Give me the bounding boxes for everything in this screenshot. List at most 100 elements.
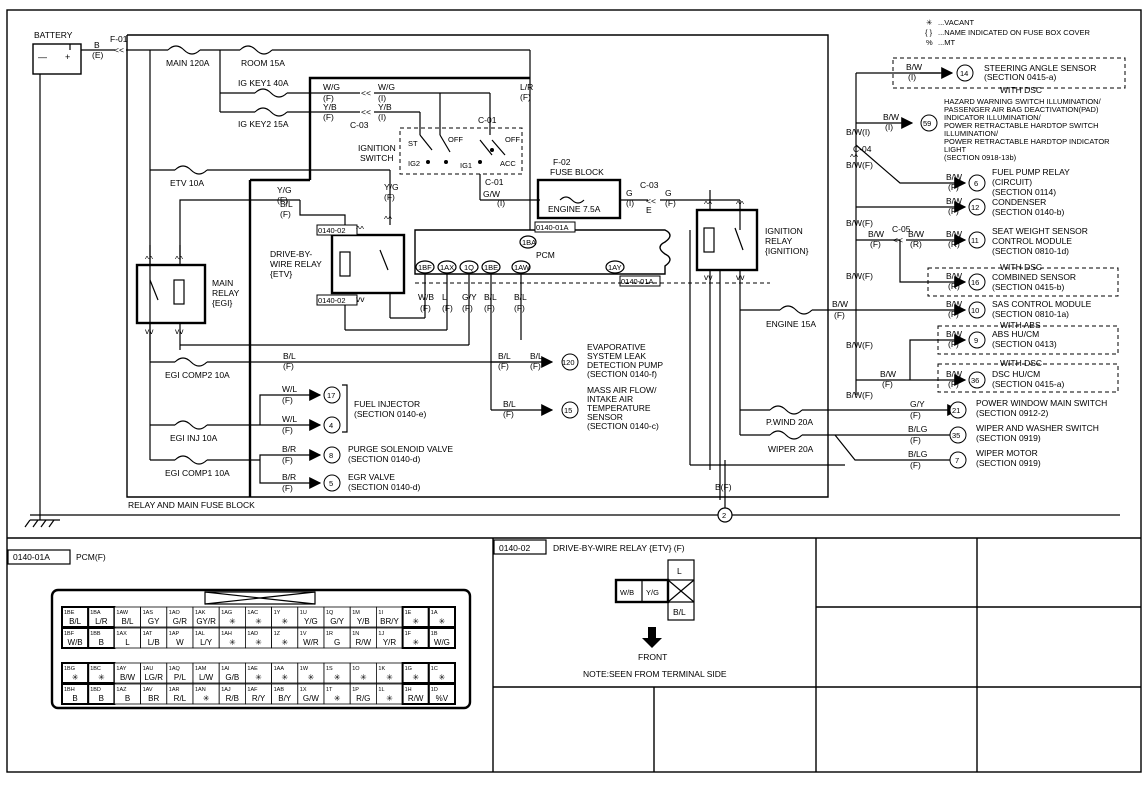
pcm-pin-wire: ✳ [360, 673, 367, 682]
svg-text:<<: << [114, 45, 124, 55]
svg-text:POWER WINDOW MAIN SWITCH: POWER WINDOW MAIN SWITCH [976, 398, 1107, 408]
svg-text:IG1: IG1 [460, 161, 472, 170]
pcm-pin-id: 1AL [195, 631, 205, 637]
svg-text:Y/G: Y/G [277, 185, 292, 195]
pcm-pin-wire: R/W [356, 638, 372, 647]
svg-text:(F): (F) [520, 92, 531, 102]
pcm-pin-id: 1AO [169, 610, 181, 616]
pcm-pin-id: 1BB [90, 631, 101, 637]
dest-36: 36 [968, 371, 986, 389]
fuse-ig-key1 [254, 88, 288, 98]
svg-text:L: L [677, 566, 682, 576]
pcm-pin-id: 1AU [143, 666, 154, 672]
pcm-pin-wire: L/B [148, 638, 160, 647]
svg-text:HAZARD WARNING SWITCH ILLUMINA: HAZARD WARNING SWITCH ILLUMINATION/ [944, 97, 1102, 106]
svg-text:IGNITION: IGNITION [765, 226, 803, 236]
svg-text:(SECTION 0140-f): (SECTION 0140-f) [587, 369, 657, 379]
svg-text:POWER RETRACTABLE HARDTOP SWIT: POWER RETRACTABLE HARDTOP SWITCH [944, 121, 1099, 130]
svg-text:^^: ^^ [175, 254, 183, 264]
pcm-pin-id: 1W [300, 666, 309, 672]
svg-text:(F): (F) [323, 112, 334, 122]
svg-text:B/W: B/W [946, 229, 962, 239]
svg-text:NOTE:SEEN FROM TERMINAL SIDE: NOTE:SEEN FROM TERMINAL SIDE [583, 669, 727, 679]
svg-text:<<: << [361, 107, 371, 117]
svg-text:15: 15 [564, 406, 572, 415]
svg-text:(F): (F) [503, 409, 514, 419]
svg-text:2: 2 [722, 511, 726, 520]
pcm-pin-wire: ✳ [281, 617, 288, 626]
pcm-pin-id: 1A [431, 610, 438, 616]
dest-59: 59 [920, 114, 938, 132]
dest-10: 10 [968, 301, 986, 319]
pcm-pin-id: 1Q [326, 610, 334, 616]
pcm-pin-id: 1F [405, 631, 412, 637]
svg-text:Y/B: Y/B [323, 102, 337, 112]
svg-text:RELAY: RELAY [212, 288, 240, 298]
svg-text:C-03: C-03 [350, 120, 369, 130]
dest-8: 8 [323, 446, 341, 464]
svg-text:DRIVE-BY-: DRIVE-BY- [270, 249, 312, 259]
pcm-pin-wire: B/Y [278, 694, 292, 703]
pcm-pin-wire: L/W [199, 673, 214, 682]
pcm-pin-wire: G/B [225, 673, 239, 682]
svg-text:W/G: W/G [323, 82, 340, 92]
svg-text:vv: vv [704, 272, 713, 282]
main-relay: MAIN RELAY {EGI} ^^ ^^ vv vv [135, 254, 240, 336]
svg-text:B/W: B/W [906, 62, 922, 72]
svg-text:SEAT WEIGHT SENSOR: SEAT WEIGHT SENSOR [992, 226, 1088, 236]
svg-text:(F): (F) [384, 192, 395, 202]
pcm-pin-wire: ✳ [98, 673, 105, 682]
pcm-pin-wire: ✳ [229, 638, 236, 647]
ground-symbol [24, 519, 60, 528]
svg-text:(SECTION 0140-e): (SECTION 0140-e) [354, 409, 426, 419]
legend: ✳ ...VACANT { } ...NAME INDICATED ON FUS… [925, 18, 1091, 47]
dest-21: 21 [949, 401, 967, 419]
fuse-egicomp2 [174, 357, 208, 367]
svg-text:(F): (F) [498, 361, 509, 371]
pcm-pin-wire: Y/B [357, 617, 370, 626]
svg-text:W/G: W/G [378, 82, 395, 92]
pcm-pin-wire: G [334, 638, 340, 647]
svg-text:PASSENGER AIR BAG DEACTIVATION: PASSENGER AIR BAG DEACTIVATION(PAD) [944, 105, 1099, 114]
dest-17: 17 [323, 386, 341, 404]
svg-text:(SECTION 0114): (SECTION 0114) [992, 187, 1056, 197]
pcm-connector-panel: 0140-01A PCM(F) 1BEB/L1BAL/R1AWB/L1ASGY1… [7, 549, 472, 710]
fuse-etv [174, 165, 208, 175]
svg-text:FRONT: FRONT [638, 652, 667, 662]
svg-text:5: 5 [329, 479, 333, 488]
pcm-pin-wire: R/W [408, 694, 424, 703]
pcm-pin-wire: ✳ [412, 673, 419, 682]
svg-text:WIPER AND WASHER SWITCH: WIPER AND WASHER SWITCH [976, 423, 1099, 433]
svg-text:B/L: B/L [498, 351, 511, 361]
pcm-pin-id: 1AI [221, 666, 230, 672]
ignition-switch: IGNITION SWITCH C-01 ST OFF IG2 IG1 ACC … [358, 115, 523, 175]
svg-text:IGNITION: IGNITION [358, 143, 396, 153]
svg-text:EGR VALVE: EGR VALVE [348, 472, 395, 482]
svg-text:FUSE BLOCK: FUSE BLOCK [550, 167, 604, 177]
svg-text:(F): (F) [882, 379, 893, 389]
pcm-pin-wire: L [125, 638, 130, 647]
svg-text:{ETV}: {ETV} [270, 269, 292, 279]
svg-text:(SECTION 0415-a): (SECTION 0415-a) [984, 72, 1056, 82]
svg-text:LIGHT: LIGHT [944, 145, 967, 154]
pcm-pin-id: 1X [300, 687, 307, 693]
svg-text:0140-02: 0140-02 [318, 296, 346, 305]
svg-text:RELAY: RELAY [765, 236, 793, 246]
pcm-pin-id: 1AB [274, 687, 285, 693]
svg-text:(F): (F) [910, 435, 921, 445]
svg-text:Y/G: Y/G [646, 588, 659, 597]
fuse-wiper [769, 430, 803, 440]
svg-text:21: 21 [952, 406, 960, 415]
pcm-pin-id: 1AX [116, 631, 127, 637]
svg-text:F-02: F-02 [553, 157, 571, 167]
svg-text:B/L: B/L [280, 199, 293, 209]
svg-text:B/W(F): B/W(F) [846, 340, 873, 350]
svg-text:MASS AIR FLOW/: MASS AIR FLOW/ [587, 385, 657, 395]
pcm-pin-id: 1R [326, 631, 333, 637]
svg-text:<<: << [893, 235, 903, 245]
fuse-main [167, 45, 201, 55]
svg-text:C-05: C-05 [892, 224, 911, 234]
svg-text:W/B: W/B [620, 588, 634, 597]
svg-text:(SECTION 0140-c): (SECTION 0140-c) [587, 421, 659, 431]
pcm-pin-wire: ✳ [386, 673, 393, 682]
